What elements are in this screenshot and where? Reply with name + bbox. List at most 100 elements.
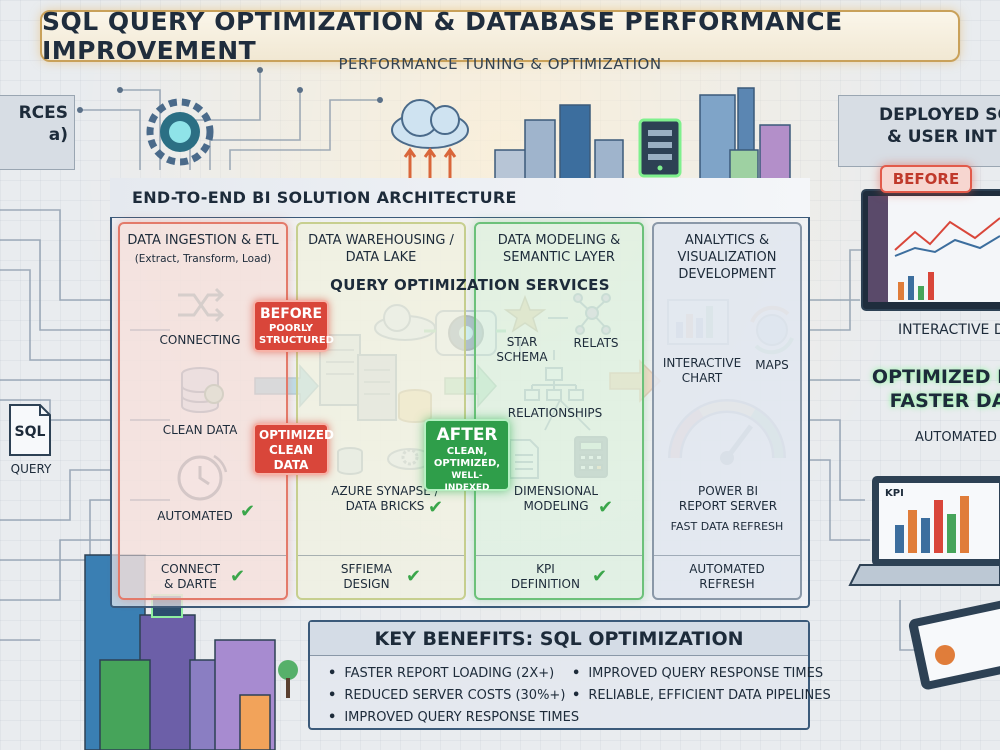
optimized-performance-line1: OPTIMIZED PE bbox=[871, 366, 1000, 388]
modeling-footer-line2: DEFINITION bbox=[510, 576, 580, 591]
sql-file-label: SQL bbox=[14, 424, 46, 440]
optimized-tag-line1: OPTIMIZED bbox=[259, 428, 334, 442]
modeling-item-check-icon: ✔ bbox=[598, 497, 614, 518]
warehousing-footer-line2: DESIGN bbox=[343, 576, 390, 591]
deployed-panel-line2: & USER INT bbox=[887, 127, 997, 147]
interactive-dashboard-caption: INTERACTIVE DA bbox=[898, 322, 1000, 338]
warehousing-title-line1: DATA WAREHOUSING / bbox=[308, 233, 454, 248]
dimensional-label: DIMENSIONAL bbox=[513, 484, 599, 498]
warehousing-footer-line1: SFFIEMA bbox=[340, 561, 392, 576]
column-warehousing bbox=[296, 222, 466, 600]
ingestion-footer: CONNECT & DARTE ✔ bbox=[120, 555, 286, 597]
relationships-label: RELATIONSHIPS bbox=[507, 406, 603, 420]
azure-synapse-label: AZURE SYNAPSE / DATA BRICKS bbox=[310, 484, 460, 514]
automated-label: AUTOMATED bbox=[157, 509, 233, 523]
page-subtitle: PERFORMANCE TUNING & OPTIMIZATION bbox=[338, 55, 662, 73]
azure-synapse-line1: AZURE SYNAPSE / bbox=[331, 484, 439, 498]
analytics-footer-line1: AUTOMATED bbox=[689, 561, 765, 576]
dashboard-monitor bbox=[861, 189, 1000, 311]
modeling-title-line2: SEMANTIC LAYER bbox=[503, 250, 615, 265]
power-bi-label: POWER BI REPORT SERVER bbox=[658, 484, 798, 514]
relats-label: RELATS bbox=[573, 336, 619, 350]
warehousing-footer: SFFIEMA DESIGN ✔ bbox=[298, 555, 464, 597]
ingestion-footer-line2: & DARTE bbox=[164, 576, 217, 591]
after-tag: AFTER CLEAN, OPTIMIZED, WELL-INDEXED bbox=[424, 419, 510, 493]
warehousing-title-line2: DATA LAKE bbox=[345, 250, 417, 265]
benefit-item: IMPROVED QUERY RESPONSE TIMES bbox=[328, 710, 579, 725]
optimized-performance-label: OPTIMIZED PE FASTER DA bbox=[868, 365, 1000, 413]
after-tag-title: AFTER bbox=[436, 425, 498, 445]
gear-icon bbox=[146, 98, 214, 166]
modeling-title-line1: DATA MODELING & bbox=[497, 233, 621, 248]
automated-check-icon: ✔ bbox=[240, 501, 256, 522]
warehousing-title: DATA WAREHOUSING / DATA LAKE bbox=[296, 232, 466, 266]
chart-label: CHART bbox=[681, 371, 723, 385]
optimized-performance-line2: FASTER DA bbox=[889, 390, 1000, 412]
modeling-label: MODELING bbox=[523, 499, 589, 513]
title-banner: SQL QUERY OPTIMIZATION & DATABASE PERFOR… bbox=[40, 7, 960, 65]
power-bi-line2: REPORT SERVER bbox=[678, 499, 778, 513]
warehousing-item-check-icon: ✔ bbox=[428, 497, 444, 518]
analytics-title-line2: VISUALIZATION bbox=[677, 250, 777, 265]
sources-panel-line1: RCES bbox=[18, 103, 68, 123]
automated-right-label: AUTOMATED bbox=[915, 430, 997, 445]
query-optimization-services-title: QUERY OPTIMIZATION SERVICES bbox=[330, 276, 610, 294]
connecting-label: CONNECTING bbox=[159, 333, 241, 347]
analytics-footer-line2: REFRESH bbox=[699, 576, 755, 591]
warehousing-check-icon: ✔ bbox=[406, 566, 422, 587]
modeling-footer-line1: KPI bbox=[536, 561, 555, 576]
before-badge: BEFORE bbox=[880, 165, 972, 193]
deployed-panel: DEPLOYED SO & USER INT bbox=[838, 95, 1000, 167]
sql-document-icon bbox=[9, 404, 51, 456]
key-benefits-title: KEY BENEFITS: SQL OPTIMIZATION bbox=[310, 622, 808, 656]
modeling-title: DATA MODELING & SEMANTIC LAYER bbox=[474, 232, 644, 266]
architecture-header: END-TO-END BI SOLUTION ARCHITECTURE bbox=[110, 178, 810, 218]
after-tag-line1: CLEAN, bbox=[446, 446, 488, 457]
analytics-title: ANALYTICS & VISUALIZATION DEVELOPMENT bbox=[652, 232, 802, 283]
interactive-chart-label: INTERACTIVE CHART bbox=[660, 356, 744, 386]
city-skyline bbox=[494, 87, 791, 181]
azure-synapse-line2: DATA BRICKS bbox=[345, 499, 425, 513]
modeling-check-icon: ✔ bbox=[591, 566, 608, 587]
optimized-clean-data-tag: OPTIMIZED CLEAN DATA bbox=[253, 423, 334, 475]
interactive-label: INTERACTIVE bbox=[662, 356, 742, 370]
analytics-title-line1: ANALYTICS & bbox=[684, 233, 770, 248]
analytics-title-line3: DEVELOPMENT bbox=[678, 267, 776, 282]
benefit-item: RELIABLE, EFFICIENT DATA PIPELINES bbox=[572, 688, 830, 703]
after-tag-line3: WELL-INDEXED bbox=[444, 471, 490, 493]
clean-data-label: CLEAN DATA bbox=[162, 423, 238, 437]
optimized-tag-line2: CLEAN bbox=[269, 443, 313, 457]
schema-label: SCHEMA bbox=[496, 350, 548, 364]
fast-refresh-label: FAST DATA REFRESH bbox=[670, 520, 784, 533]
sources-panel-line2: a) bbox=[48, 125, 68, 145]
query-caption: QUERY bbox=[10, 462, 52, 476]
before-tag-line2: STRUCTURED bbox=[259, 335, 334, 346]
optimized-tag-line3: DATA bbox=[273, 458, 309, 472]
maps-label: MAPS bbox=[755, 358, 789, 372]
power-bi-line1: POWER BI bbox=[697, 484, 759, 498]
before-tag-title: BEFORE bbox=[259, 306, 323, 322]
before-tag-line1: POORLY bbox=[268, 323, 314, 334]
star-label: STAR bbox=[506, 335, 538, 349]
analytics-footer: AUTOMATED REFRESH bbox=[654, 555, 800, 597]
left-skyline bbox=[84, 554, 298, 750]
laptop-icon bbox=[848, 476, 1000, 586]
benefit-item: FASTER REPORT LOADING (2X+) bbox=[328, 666, 554, 681]
column-modeling bbox=[474, 222, 644, 600]
ingestion-title: DATA INGESTION & ETL bbox=[127, 233, 279, 248]
column-analytics bbox=[652, 222, 802, 600]
deployed-panel-line1: DEPLOYED SO bbox=[879, 105, 1000, 125]
sources-panel: RCES a) bbox=[0, 95, 75, 170]
key-benefits-panel: KEY BENEFITS: SQL OPTIMIZATION FASTER RE… bbox=[308, 620, 831, 730]
cloud-upload-icon bbox=[391, 99, 469, 185]
after-tag-line2: OPTIMIZED, bbox=[433, 458, 501, 469]
before-tag: BEFORE POORLY STRUCTURED bbox=[253, 300, 334, 352]
page-title: SQL QUERY OPTIMIZATION & DATABASE PERFOR… bbox=[42, 7, 843, 65]
benefit-item: IMPROVED QUERY RESPONSE TIMES bbox=[572, 666, 823, 681]
ingestion-footer-line1: CONNECT bbox=[160, 561, 220, 576]
ingestion-subtitle: (Extract, Transform, Load) bbox=[134, 253, 272, 265]
modeling-footer: KPI DEFINITION ✔ bbox=[476, 555, 642, 597]
benefit-item: REDUCED SERVER COSTS (30%+) bbox=[328, 688, 565, 703]
tablet-icon bbox=[908, 600, 1000, 690]
ingestion-check-icon: ✔ bbox=[229, 566, 246, 587]
